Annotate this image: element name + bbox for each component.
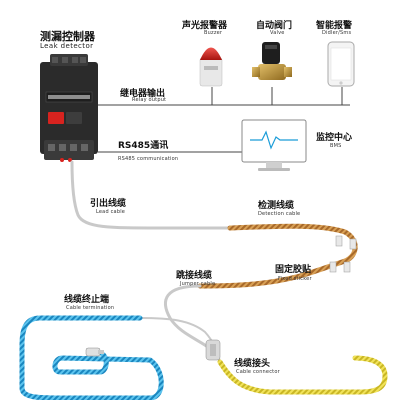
buzzer-icon [199,47,223,87]
jumper-cable-label-en: Jumper cable [180,281,216,287]
relay-label: 继电器输出 [120,89,166,99]
lead-cable-label: 引出线缆 [90,199,127,209]
termination-label: 线缆终止端 [64,295,110,305]
relay-output-wire [98,87,350,106]
cable-connector [205,339,221,361]
valve-icon [252,42,292,80]
sticker-label-en: Fixed sticker [278,276,312,282]
lead-cable [70,160,232,230]
connector-label: 线缆接头 [234,359,271,369]
detector-title: 测漏控制器 [40,30,95,43]
detection-cable-label: 检测线缆 [258,201,295,211]
phone-label: 智能报警 [316,21,353,31]
fixed-sticker [343,261,351,273]
rs485-label: RS485通讯 [118,141,169,151]
buzzer-label: 声光报警器 [182,21,228,31]
detection-cable [197,223,358,289]
lead-cable-label-en: Lead cable [96,209,126,215]
detector-subtitle: Leak detector [40,42,94,50]
jumper-cable [164,284,214,352]
termination-label-en: Cable termination [66,305,115,311]
connector-label-en: Cable connector [236,369,280,375]
monitor-icon [241,119,307,171]
rs485-label-en: RS485 communication [118,156,179,162]
relay-label-en: Relay output [132,97,167,103]
detection-cable-label-en: Detection cable [258,211,301,217]
valve-label-en: Valve [270,30,285,36]
termination-cable [19,315,164,400]
jumper-cable-label: 跳接线缆 [176,271,213,281]
fixed-sticker [335,235,343,247]
monitor-label-en: BMS [330,143,342,149]
phone-label-en: Didler/Sms [322,30,352,36]
monitor-label: 监控中心 [316,133,353,143]
cable-termination-plug [85,347,104,357]
leak-detector-device [40,54,98,162]
buzzer-label-en: Buzzer [204,30,223,36]
fixed-sticker [349,238,357,250]
fixed-sticker [329,261,337,273]
valve-label: 自动阀门 [256,21,293,31]
sticker-label: 固定胶贴 [275,265,312,275]
smartphone-icon [327,41,355,87]
yellow-cable [217,355,388,395]
